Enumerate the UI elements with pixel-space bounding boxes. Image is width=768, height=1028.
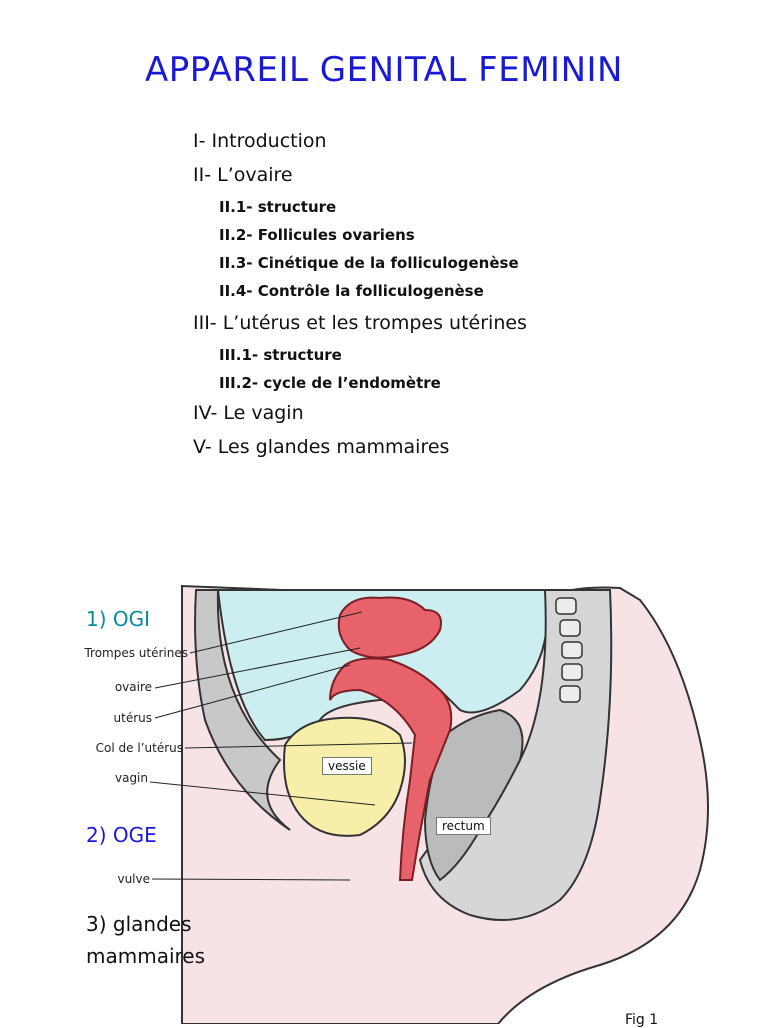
label-pointer-lines xyxy=(149,611,413,881)
toc-subitem-endometre: III.2- cycle de l’endomètre xyxy=(219,374,441,392)
toc-item-glandes: V- Les glandes mammaires xyxy=(193,436,450,458)
table-of-contents: I- Introduction II- L’ovaire II.1- struc… xyxy=(193,128,527,468)
label-vessie: vessie xyxy=(322,757,372,775)
toc-item-ovaire: II- L’ovaire xyxy=(193,164,293,186)
label-vagin: vagin xyxy=(114,771,148,785)
toc-item-uterus: III- L’utérus et les trompes utérines xyxy=(193,312,527,334)
label-vulve: vulve xyxy=(117,872,150,886)
label-rectum: rectum xyxy=(436,817,491,835)
toc-subitem-uterus-structure: III.1- structure xyxy=(219,346,342,364)
label-col: Col de l’utérus xyxy=(95,741,183,755)
toc-item-introduction: I- Introduction xyxy=(193,130,327,152)
glandes-heading: 3) glandes mammaires xyxy=(86,908,205,972)
toc-subitem-follicules: II.2- Follicules ovariens xyxy=(219,226,415,244)
oge-heading: 2) OGE xyxy=(86,823,157,847)
toc-subitem-cinetique: II.3- Cinétique de la folliculogenèse xyxy=(219,254,519,272)
figure-number: Fig 1 xyxy=(625,1012,659,1028)
toc-item-vagin: IV- Le vagin xyxy=(193,402,304,424)
glandes-line-1: 3) glandes xyxy=(86,912,192,936)
glandes-line-2: mammaires xyxy=(86,944,206,968)
toc-subitem-controle: II.4- Contrôle la folliculogenèse xyxy=(219,282,484,300)
bladder xyxy=(283,716,406,837)
label-ovaire: ovaire xyxy=(114,680,152,694)
ogi-heading: 1) OGI xyxy=(86,607,151,631)
page-title: APPAREIL GENITAL FEMININ xyxy=(145,50,623,90)
label-trompes: Trompes utérines xyxy=(84,646,188,660)
pubic-bone xyxy=(194,589,291,831)
toc-subitem-structure: II.1- structure xyxy=(219,198,337,216)
uterus xyxy=(329,657,453,881)
vertebrae xyxy=(555,597,583,703)
label-uterus: utérus xyxy=(113,711,152,725)
